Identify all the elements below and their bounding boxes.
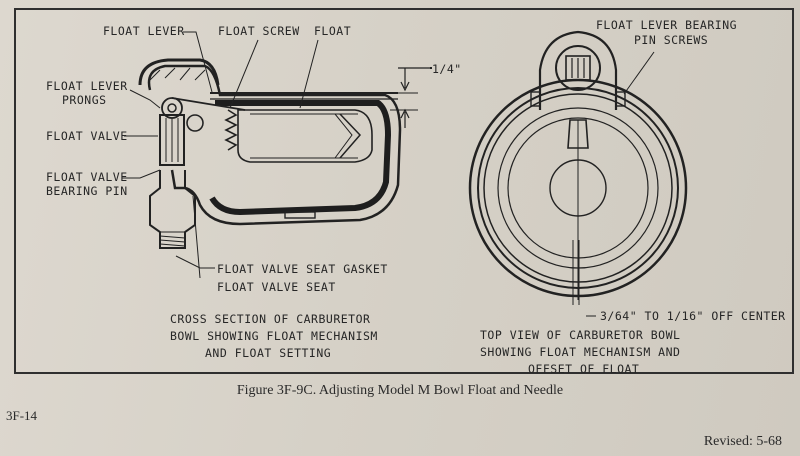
label-bearing-pin-screws-line1: FLOAT LEVER BEARING [596, 18, 738, 32]
subcaption-top-view-line3: OFFSET OF FLOAT [528, 362, 640, 376]
revised-date: Revised: 5-68 [703, 434, 782, 449]
subcaption-cross-section-line3: AND FLOAT SETTING [205, 346, 332, 360]
label-float-lever: FLOAT LEVER [103, 24, 185, 38]
subcaption-cross-section-line1: CROSS SECTION OF CARBURETOR [170, 312, 371, 326]
page-number: 3F-14 [6, 408, 38, 423]
cross-section-drawing [138, 58, 432, 249]
subcaption-cross-section-line2: BOWL SHOWING FLOAT MECHANISM [170, 329, 378, 343]
label-float-valve-seat: FLOAT VALVE SEAT [217, 280, 336, 294]
top-view-drawing [468, 30, 688, 305]
left-leader-lines [122, 31, 319, 279]
label-bearing-pin-screws-line2: PIN SCREWS [634, 33, 709, 47]
label-float-valve-seat-gasket: FLOAT VALVE SEAT GASKET [217, 262, 388, 276]
label-float-lever-prongs-line1: FLOAT LEVER [46, 79, 128, 93]
label-quarter-inch: 1/4" [432, 62, 462, 76]
label-off-center: 3/64" TO 1/16" OFF CENTER [600, 309, 786, 323]
label-float-lever-prongs-line2: PRONGS [62, 93, 107, 107]
subcaption-top-view-line2: SHOWING FLOAT MECHANISM AND [480, 345, 681, 359]
right-leader-lines [586, 51, 655, 317]
label-float-valve: FLOAT VALVE [46, 129, 128, 143]
figure-frame [14, 8, 794, 374]
figure-caption: Figure 3F-9C. Adjusting Model M Bowl Flo… [236, 383, 564, 398]
label-float-valve-bearing-pin-line1: FLOAT VALVE [46, 170, 128, 184]
subcaption-top-view-line1: TOP VIEW OF CARBURETOR BOWL [480, 328, 681, 342]
label-float-screw: FLOAT SCREW [218, 24, 300, 38]
label-float: FLOAT [314, 24, 352, 38]
label-float-valve-bearing-pin-line2: BEARING PIN [46, 184, 128, 198]
